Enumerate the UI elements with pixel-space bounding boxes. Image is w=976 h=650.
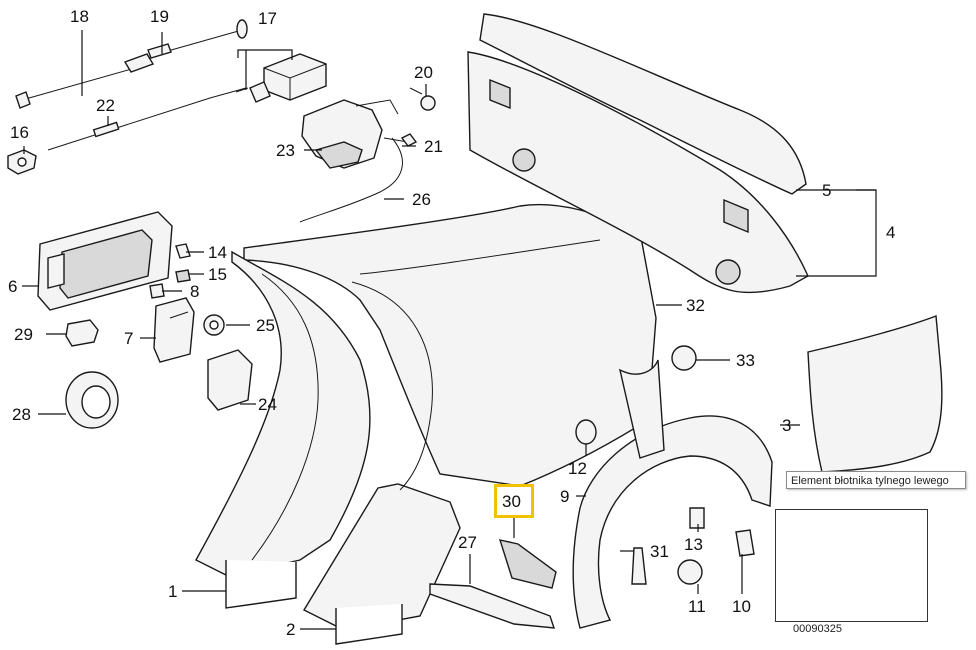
callout-31: 31 — [650, 542, 669, 561]
part-20-bolt — [409, 87, 436, 111]
part-28-grommet — [65, 371, 119, 429]
part-27-strip — [429, 583, 556, 629]
part-8-clip — [149, 283, 165, 299]
callout-21: 21 — [424, 137, 443, 156]
part-18-cable — [15, 53, 155, 109]
callout-8: 8 — [190, 282, 199, 301]
callout-26: 26 — [412, 190, 431, 209]
callout-33: 33 — [736, 351, 755, 370]
tooltip: Element błotnika tylnego lewego — [786, 471, 966, 489]
callout-19: 19 — [150, 7, 169, 26]
callout-17: 17 — [258, 9, 277, 28]
callout-29: 29 — [14, 325, 33, 344]
part-23-bracket — [301, 99, 399, 169]
callout-11: 11 — [688, 597, 706, 616]
part-12-grommet — [575, 419, 597, 445]
callout-18: 18 — [70, 7, 89, 26]
part-22-rod — [47, 87, 247, 151]
part-2-pillar — [303, 281, 461, 645]
part-29-clip — [65, 319, 99, 347]
part-14-clip — [175, 243, 191, 259]
callout-9: 9 — [560, 487, 569, 506]
callout-6: 6 — [8, 277, 17, 296]
callout-16: 16 — [10, 123, 29, 142]
part-3-panel — [807, 315, 943, 473]
part-30-element — [498, 539, 557, 589]
callout-4: 4 — [886, 223, 895, 242]
part-31-pin — [631, 547, 647, 585]
callout-12: 12 — [568, 459, 587, 478]
highlight-box-30 — [494, 484, 534, 518]
part-13-screw — [689, 507, 705, 529]
callout-7: 7 — [124, 329, 133, 348]
callout-2: 2 — [286, 620, 295, 639]
part-1-pillar — [195, 250, 371, 609]
callout-20: 20 — [414, 63, 433, 82]
callout-22: 22 — [96, 96, 115, 115]
part-6-flap-housing — [37, 211, 173, 311]
callout-25: 25 — [256, 316, 275, 335]
inset-frame — [775, 509, 928, 622]
callout-1: 1 — [168, 582, 177, 601]
callout-5: 5 — [822, 181, 831, 200]
part-15-clip — [175, 269, 191, 283]
part-9-wheel-liner — [572, 359, 773, 629]
part-19-rod — [147, 19, 248, 59]
part-16-clip — [7, 149, 37, 175]
leader-lines — [22, 30, 877, 630]
part-26-cable — [299, 137, 403, 223]
callout-13: 13 — [684, 535, 703, 554]
part-10-clip — [735, 529, 755, 557]
callout-32: 32 — [686, 296, 705, 315]
part-11-washer — [677, 559, 703, 585]
callout-15: 15 — [208, 265, 227, 284]
callout-10: 10 — [732, 597, 751, 616]
part-25-nut — [203, 314, 225, 336]
callout-28: 28 — [12, 405, 31, 424]
part-17-actuator — [235, 53, 327, 103]
part-21-screw — [383, 133, 418, 147]
part-24-bracket — [207, 349, 253, 411]
part-33-grommet — [671, 345, 697, 371]
callout-30: 30 — [502, 492, 521, 511]
part-32-side-panel — [243, 203, 657, 487]
part-7-bracket — [153, 297, 195, 363]
callout-3: 3 — [782, 416, 791, 435]
callout-27: 27 — [458, 533, 477, 552]
inset-code: 00090325 — [793, 623, 842, 635]
callout-14: 14 — [208, 243, 227, 262]
callout-24: 24 — [258, 395, 277, 414]
callout-23: 23 — [276, 141, 295, 160]
